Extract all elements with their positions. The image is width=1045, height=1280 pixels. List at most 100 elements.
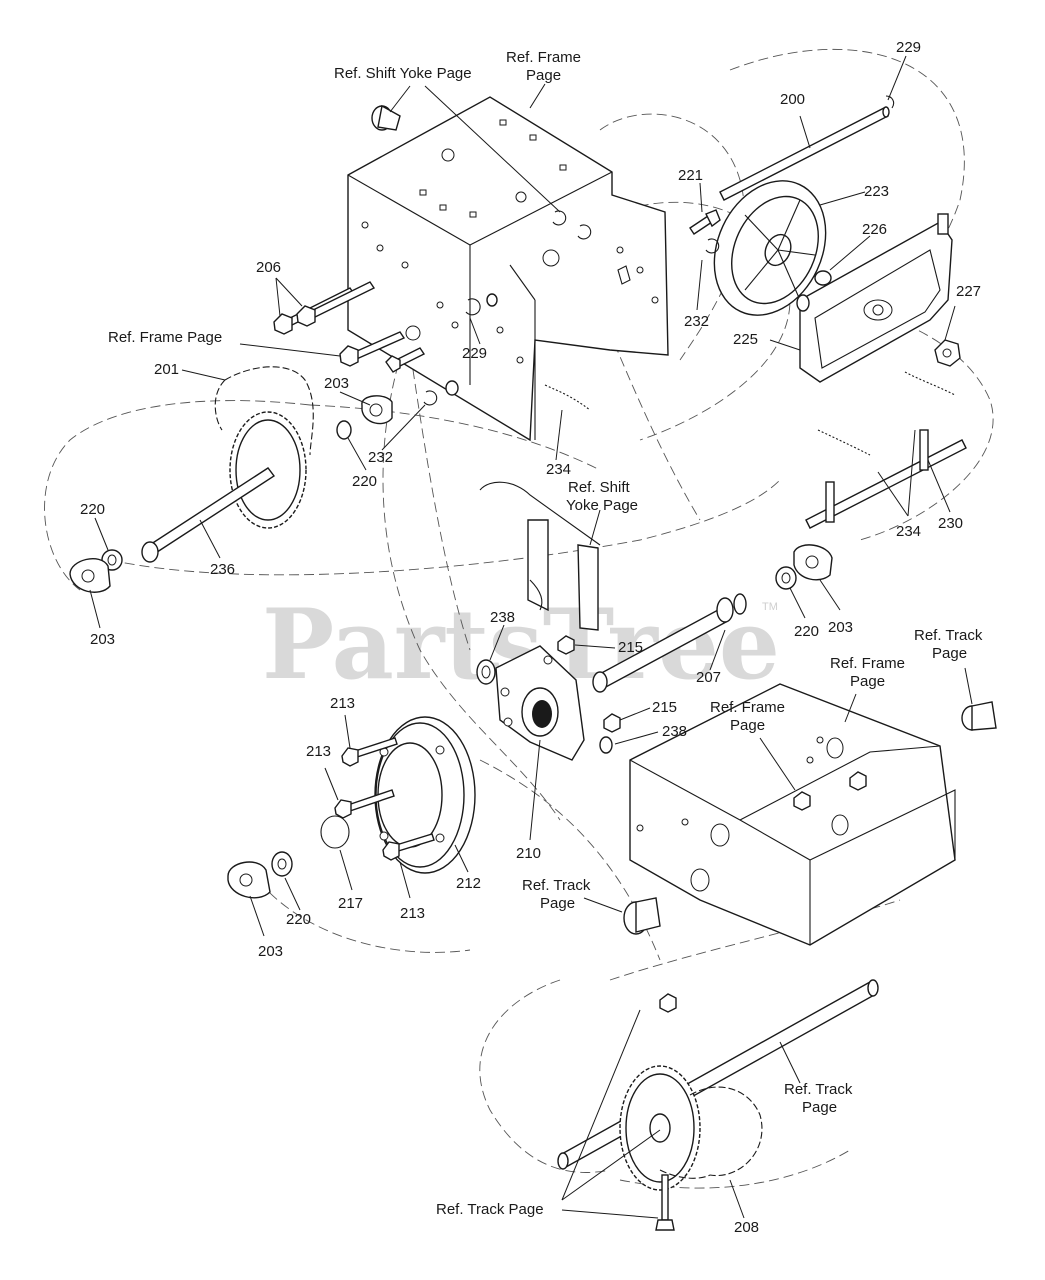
label-206: 206 <box>256 259 281 276</box>
label-225: 225 <box>733 331 758 348</box>
label-213-a: 213 <box>330 695 355 712</box>
label-220-right: 220 <box>794 623 819 640</box>
label-229-top: 229 <box>896 39 921 56</box>
label-213-b: 213 <box>306 743 331 760</box>
nut-215-bottom <box>603 713 621 733</box>
leader-lines <box>89 55 973 1219</box>
spring-234-right-b <box>817 429 871 456</box>
label-213-c: 213 <box>400 905 425 922</box>
housing-210 <box>495 645 585 761</box>
label-203-bottom: 203 <box>258 943 283 960</box>
label-ref-frame-small-line2: Page <box>730 717 765 734</box>
drive-pulley-212 <box>374 716 476 874</box>
chain-201 <box>214 366 314 456</box>
label-ref-track-right-line2: Page <box>802 1099 837 1116</box>
label-ref-frame-left: Ref. Frame Page <box>108 329 222 346</box>
lower-axle <box>557 979 879 1170</box>
label-201: 201 <box>154 361 179 378</box>
bolt-213-a <box>341 737 398 767</box>
label-200: 200 <box>780 91 805 108</box>
shaft-200 <box>719 95 895 201</box>
nut-lower-top <box>659 993 677 1013</box>
label-220-mid: 220 <box>352 473 377 490</box>
label-215-top: 215 <box>618 639 643 656</box>
label-207: 207 <box>696 669 721 686</box>
chain-208 <box>659 1086 763 1179</box>
bolt-221 <box>689 209 721 235</box>
label-220-bottom: 220 <box>286 911 311 928</box>
nut-215-top <box>557 635 575 655</box>
label-ref-track-bottom: Ref. Track Page <box>436 1201 544 1218</box>
label-203-right: 203 <box>828 619 853 636</box>
bushing-track-mid <box>623 897 661 935</box>
label-234-right: 234 <box>896 523 921 540</box>
nut-lower-frame-b <box>793 791 811 811</box>
label-215-bottom: 215 <box>652 699 677 716</box>
flange-203-left <box>69 557 111 593</box>
label-238-top: 238 <box>490 609 515 626</box>
label-ref-track-top-line2: Page <box>932 645 967 662</box>
washer-238-top <box>476 659 496 685</box>
bolt-213-c <box>382 833 435 861</box>
flange-203-mid <box>361 395 393 425</box>
label-236: 236 <box>210 561 235 578</box>
flange-203-right <box>793 544 833 581</box>
e-ring-232-left <box>423 380 459 406</box>
watermark-tm: TM <box>762 601 778 613</box>
e-ring-229-mid <box>465 293 498 316</box>
label-ref-track-mid-line1: Ref. Track <box>522 877 591 894</box>
sprocket-lower <box>619 1065 701 1191</box>
label-ref-frame-mid-line2: Page <box>850 673 885 690</box>
label-232-right: 232 <box>684 313 709 330</box>
label-227: 227 <box>956 283 981 300</box>
shaft-236 <box>141 467 276 563</box>
label-ref-shift-yoke-mid-line1: Ref. Shift <box>568 479 631 496</box>
label-230: 230 <box>938 515 963 532</box>
idler-bracket-225 <box>796 213 953 383</box>
label-ref-track-top-line1: Ref. Track <box>914 627 983 644</box>
bearing-220-right <box>775 566 797 590</box>
label-ref-frame-mid-line1: Ref. Frame <box>830 655 905 672</box>
label-229-mid: 229 <box>462 345 487 362</box>
spring-234-left <box>544 384 591 411</box>
frame-plate <box>347 96 669 442</box>
label-217: 217 <box>338 895 363 912</box>
clip-217 <box>320 815 350 849</box>
shaft-230 <box>805 429 967 529</box>
e-ring-232-right <box>705 238 720 254</box>
bushing-track-upper <box>961 701 997 731</box>
top-bushing <box>371 104 401 131</box>
bolts-frame-left <box>339 331 426 373</box>
callout-labels: Ref. Shift Yoke Page Ref. Frame Page 229… <box>80 39 983 1236</box>
bearing-220-bottom <box>271 851 293 877</box>
label-221: 221 <box>678 167 703 184</box>
flange-203-bottom <box>227 861 271 899</box>
label-ref-track-mid-line2: Page <box>540 895 575 912</box>
bolts-206 <box>273 281 376 335</box>
shift-yoke <box>479 481 601 631</box>
lower-frame <box>629 683 956 946</box>
label-210: 210 <box>516 845 541 862</box>
bolt-213-b <box>334 789 395 819</box>
label-203-mid: 203 <box>324 375 349 392</box>
pulley-223 <box>713 180 827 316</box>
label-ref-shift-yoke-mid-line2: Yoke Page <box>566 497 638 514</box>
label-ref-frame-small-line1: Ref. Frame <box>710 699 785 716</box>
label-ref-frame-top-line1: Ref. Frame <box>506 49 581 66</box>
label-203-left: 203 <box>90 631 115 648</box>
label-ref-frame-top-line2: Page <box>526 67 561 84</box>
shaft-207 <box>592 593 747 693</box>
label-220-left: 220 <box>80 501 105 518</box>
label-234-left: 234 <box>546 461 571 478</box>
washer-238-bottom <box>599 736 613 754</box>
label-238-bottom: 238 <box>662 723 687 740</box>
nut-227 <box>934 339 961 367</box>
nut-lower-frame-a <box>849 771 867 791</box>
label-208: 208 <box>734 1219 759 1236</box>
label-ref-shift-yoke-top: Ref. Shift Yoke Page <box>334 65 472 82</box>
label-232-left: 232 <box>368 449 393 466</box>
label-ref-track-right-line1: Ref. Track <box>784 1081 853 1098</box>
spring-234-right-a <box>904 371 956 396</box>
label-212: 212 <box>456 875 481 892</box>
